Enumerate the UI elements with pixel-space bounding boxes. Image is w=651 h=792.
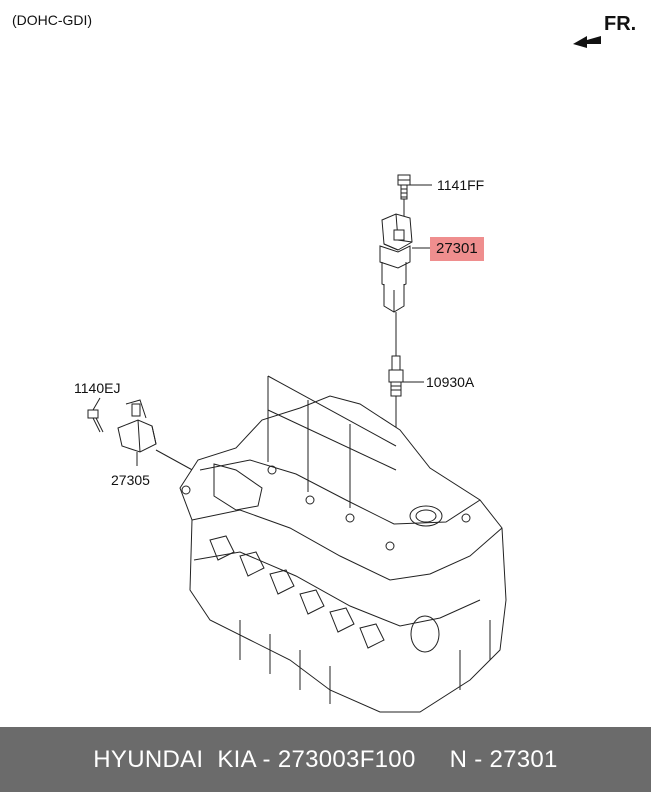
callout-27305: 27305 — [111, 472, 150, 488]
bolt-icon — [397, 174, 411, 200]
callout-1141ff: 1141FF — [437, 177, 485, 193]
footer-bar: HYUNDAI KIA - 273003F100 N - 27301 — [0, 727, 651, 792]
engine-block-drawing — [179, 395, 507, 713]
footer-part-number: HYUNDAI KIA - 273003F100 — [93, 745, 416, 773]
variant-label: (DOHC-GDI) — [12, 12, 93, 28]
footer-ref-number: N - 27301 — [449, 745, 558, 773]
front-direction-label: FR. — [604, 13, 637, 35]
parts-diagram — [87, 174, 507, 713]
front-arrow-icon — [573, 36, 601, 48]
sensor-icon — [117, 399, 157, 453]
callout-10930a: 10930A — [426, 374, 475, 390]
ignition-coil-icon — [379, 213, 413, 350]
callout-27301-highlight: 27301 — [430, 237, 484, 261]
bracket-bolt-icon — [87, 409, 104, 433]
callout-1140ej: 1140EJ — [74, 380, 121, 396]
